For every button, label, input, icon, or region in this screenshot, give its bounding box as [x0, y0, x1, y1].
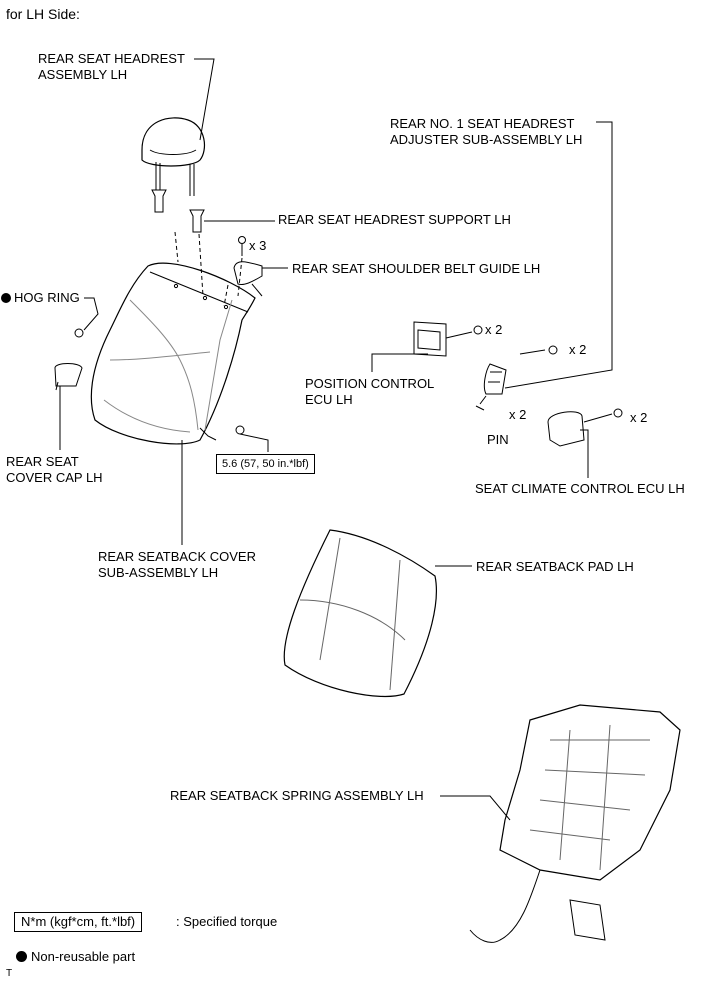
label-hog-ring: HOG RING: [14, 290, 80, 305]
legend-torque-box: N*m (kgf*cm, ft.*lbf): [14, 912, 143, 932]
label-belt-guide: REAR SEAT SHOULDER BELT GUIDE LH: [292, 261, 541, 276]
non-reusable-marker-icon: [16, 951, 27, 962]
label-bolt-qty-1: x 2: [569, 342, 587, 357]
legend-torque-text: : Specified torque: [176, 914, 278, 929]
seatback-cover-drawing: [90, 262, 263, 445]
legend-non-reusable: Non-reusable part: [16, 949, 135, 965]
headrest-drawing: [141, 117, 206, 196]
spring-assembly-drawing: [440, 704, 681, 943]
page-title: for LH Side:: [6, 6, 80, 22]
climate-ecu-drawing: [547, 408, 623, 478]
footer-code: T: [6, 968, 13, 979]
label-headrest-support: REAR SEAT HEADREST SUPPORT LH: [278, 212, 511, 227]
label-headrest: REAR SEAT HEADREST ASSEMBLY LH: [38, 51, 185, 82]
seatback-pad-drawing: [283, 529, 472, 697]
label-screw-qty: x 3: [249, 238, 267, 253]
label-nut-qty-2: x 2: [630, 410, 648, 425]
label-seatback-pad: REAR SEATBACK PAD LH: [476, 559, 634, 574]
torque-spec-box: 5.6 (57, 50 in.*lbf): [216, 454, 315, 474]
hog-ring-marker-icon: [1, 293, 11, 303]
label-headrest-adjuster: REAR NO. 1 SEAT HEADREST ADJUSTER SUB-AS…: [390, 116, 583, 147]
label-seatback-cover: REAR SEATBACK COVER SUB-ASSEMBLY LH: [98, 549, 256, 580]
label-cover-cap: REAR SEAT COVER CAP LH: [6, 454, 103, 485]
label-pin: PIN: [487, 432, 509, 447]
label-position-ecu: POSITION CONTROL ECU LH: [305, 376, 435, 407]
screw-drawing: [237, 236, 246, 297]
headrest-adjuster-drawing: [475, 121, 613, 411]
cover-cap-drawing: [54, 363, 83, 450]
hog-ring-drawing: [74, 297, 99, 338]
legend-non-reusable-text: Non-reusable part: [31, 949, 136, 964]
label-spring-assembly: REAR SEATBACK SPRING ASSEMBLY LH: [170, 788, 424, 803]
headrest-support-drawing: [151, 189, 275, 297]
label-pin-qty: x 2: [509, 407, 527, 422]
label-nut-qty-1: x 2: [485, 322, 503, 337]
torque-bolt-drawing: [199, 425, 269, 452]
position-ecu-drawing: [371, 321, 483, 372]
label-climate-ecu: SEAT CLIMATE CONTROL ECU LH: [475, 481, 685, 496]
